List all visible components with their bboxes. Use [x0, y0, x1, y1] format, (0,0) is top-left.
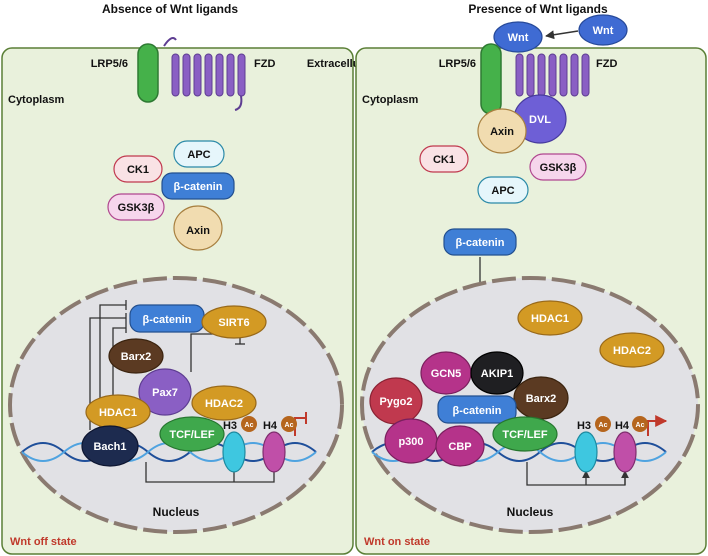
- right-dvl-label: DVL: [529, 114, 551, 126]
- left-tcf-lef-node: [159, 416, 225, 452]
- right-wnt-bound-node: [493, 21, 543, 53]
- left-bach1-label: Bach1: [93, 441, 126, 453]
- left-ck1-node: [113, 155, 163, 183]
- left-h4-ac-label: Ac: [285, 422, 294, 429]
- left-h4-label: H4: [263, 420, 278, 432]
- right-hdac1-node: [517, 300, 583, 336]
- right-beta-catenin-node: [443, 228, 517, 256]
- right-h3-ac-mark: [595, 416, 611, 432]
- left-axin-node: [173, 205, 223, 251]
- right-apc-label: APC: [491, 185, 514, 197]
- right-ck1-node: [419, 145, 469, 173]
- right-cbp-label: CBP: [448, 441, 471, 453]
- left-apc-label: APC: [187, 149, 210, 161]
- right-cbp-node: [435, 425, 485, 467]
- right-nucleus-label: Nucleus: [507, 505, 554, 519]
- left-state-label: Wnt off state: [10, 536, 77, 548]
- right-akip1-node: [470, 351, 524, 395]
- left-nuc-beta-catenin-label: β-catenin: [143, 314, 192, 326]
- left-fzd-receptor: [163, 37, 246, 111]
- left-pax7-label: Pax7: [152, 387, 178, 399]
- right-gsk3b-label: GSK3β: [540, 162, 577, 174]
- left-h3-ac-label: Ac: [245, 422, 254, 429]
- right-hdac1-label: HDAC1: [531, 313, 569, 325]
- right-wnt-free-node: [578, 14, 628, 46]
- left-axin-label: Axin: [186, 225, 210, 237]
- left-inhibition-lines: [89, 300, 307, 483]
- right-tcf-lef-label: TCF/LEF: [502, 429, 547, 441]
- right-axin-node: [477, 108, 527, 154]
- right-gcn5-label: GCN5: [431, 368, 462, 380]
- left-h3-histone: [222, 431, 246, 473]
- left-h3-label: H3: [223, 420, 237, 432]
- right-hdac2-node: [599, 332, 665, 368]
- left-sirt6-label: SIRT6: [218, 317, 249, 329]
- right-pygo2-label: Pygo2: [379, 396, 412, 408]
- left-barx2-node: [108, 338, 164, 374]
- left-gsk3b-label: GSK3β: [118, 202, 155, 214]
- right-wnt-bound-label: Wnt: [508, 32, 529, 44]
- left-bach1-node: [81, 425, 139, 467]
- right-akip1-label: AKIP1: [481, 368, 513, 380]
- right-barx2-label: Barx2: [526, 393, 557, 405]
- left-h4-ac-mark: [281, 416, 297, 432]
- right-h4-ac-mark: [632, 416, 648, 432]
- right-nuc-beta-catenin-node: [437, 395, 517, 424]
- right-tcf-lef-node: [492, 416, 558, 452]
- left-hdac2-label: HDAC2: [205, 398, 243, 410]
- right-h3-label: H3: [577, 420, 591, 432]
- left-tcf-lef-label: TCF/LEF: [169, 429, 214, 441]
- right-fzd-label: FZD: [596, 58, 617, 70]
- left-title: Absence of Wnt ligands: [102, 2, 238, 16]
- right-beta-catenin-label: β-catenin: [456, 237, 505, 249]
- left-lrp-label: LRP5/6: [91, 58, 128, 70]
- left-fzd-label: FZD: [254, 58, 275, 70]
- right-gsk3b-node: [529, 153, 587, 181]
- left-gsk3b-node: [107, 193, 165, 221]
- right-hdac2-label: HDAC2: [613, 345, 651, 357]
- right-lrp-label: LRP5/6: [439, 58, 476, 70]
- right-axin-label: Axin: [490, 126, 514, 138]
- right-cytoplasm-label: Cytoplasm: [362, 94, 418, 106]
- right-h4-ac-label: Ac: [636, 422, 645, 429]
- left-ck1-label: CK1: [127, 164, 149, 176]
- left-hdac2-node: [191, 385, 257, 421]
- right-title: Presence of Wnt ligands: [468, 2, 608, 16]
- right-h4-histone: [613, 431, 637, 473]
- left-barx2-label: Barx2: [121, 351, 152, 363]
- left-h4-histone: [262, 431, 286, 473]
- right-h3-ac-label: Ac: [599, 422, 608, 429]
- right-apc-node: [477, 176, 529, 204]
- left-sirt6-node: [201, 305, 267, 339]
- right-wnt-free-label: Wnt: [593, 25, 614, 37]
- left-lrp-receptor: [137, 43, 159, 103]
- right-state-label: Wnt on state: [364, 536, 430, 548]
- right-p300-label: p300: [398, 436, 423, 448]
- left-h3-ac-mark: [241, 416, 257, 432]
- right-transcription-arrow: [647, 415, 668, 436]
- left-nucleus-label: Nucleus: [153, 505, 200, 519]
- left-hdac1-label: HDAC1: [99, 407, 137, 419]
- left-beta-catenin-label: β-catenin: [174, 181, 223, 193]
- right-lrp-receptor: [480, 43, 502, 115]
- right-wnt-binding-arrow: [545, 30, 579, 40]
- right-h3-histone: [574, 431, 598, 473]
- left-cytoplasm-label: Cytoplasm: [8, 94, 64, 106]
- left-apc-node: [173, 140, 225, 168]
- left-pax7-node: [138, 368, 192, 416]
- right-nuc-beta-catenin-label: β-catenin: [453, 405, 502, 417]
- right-h4-label: H4: [615, 420, 630, 432]
- right-fzd-receptor: [515, 53, 590, 97]
- left-beta-catenin-node: [161, 172, 235, 200]
- right-ck1-label: CK1: [433, 154, 455, 166]
